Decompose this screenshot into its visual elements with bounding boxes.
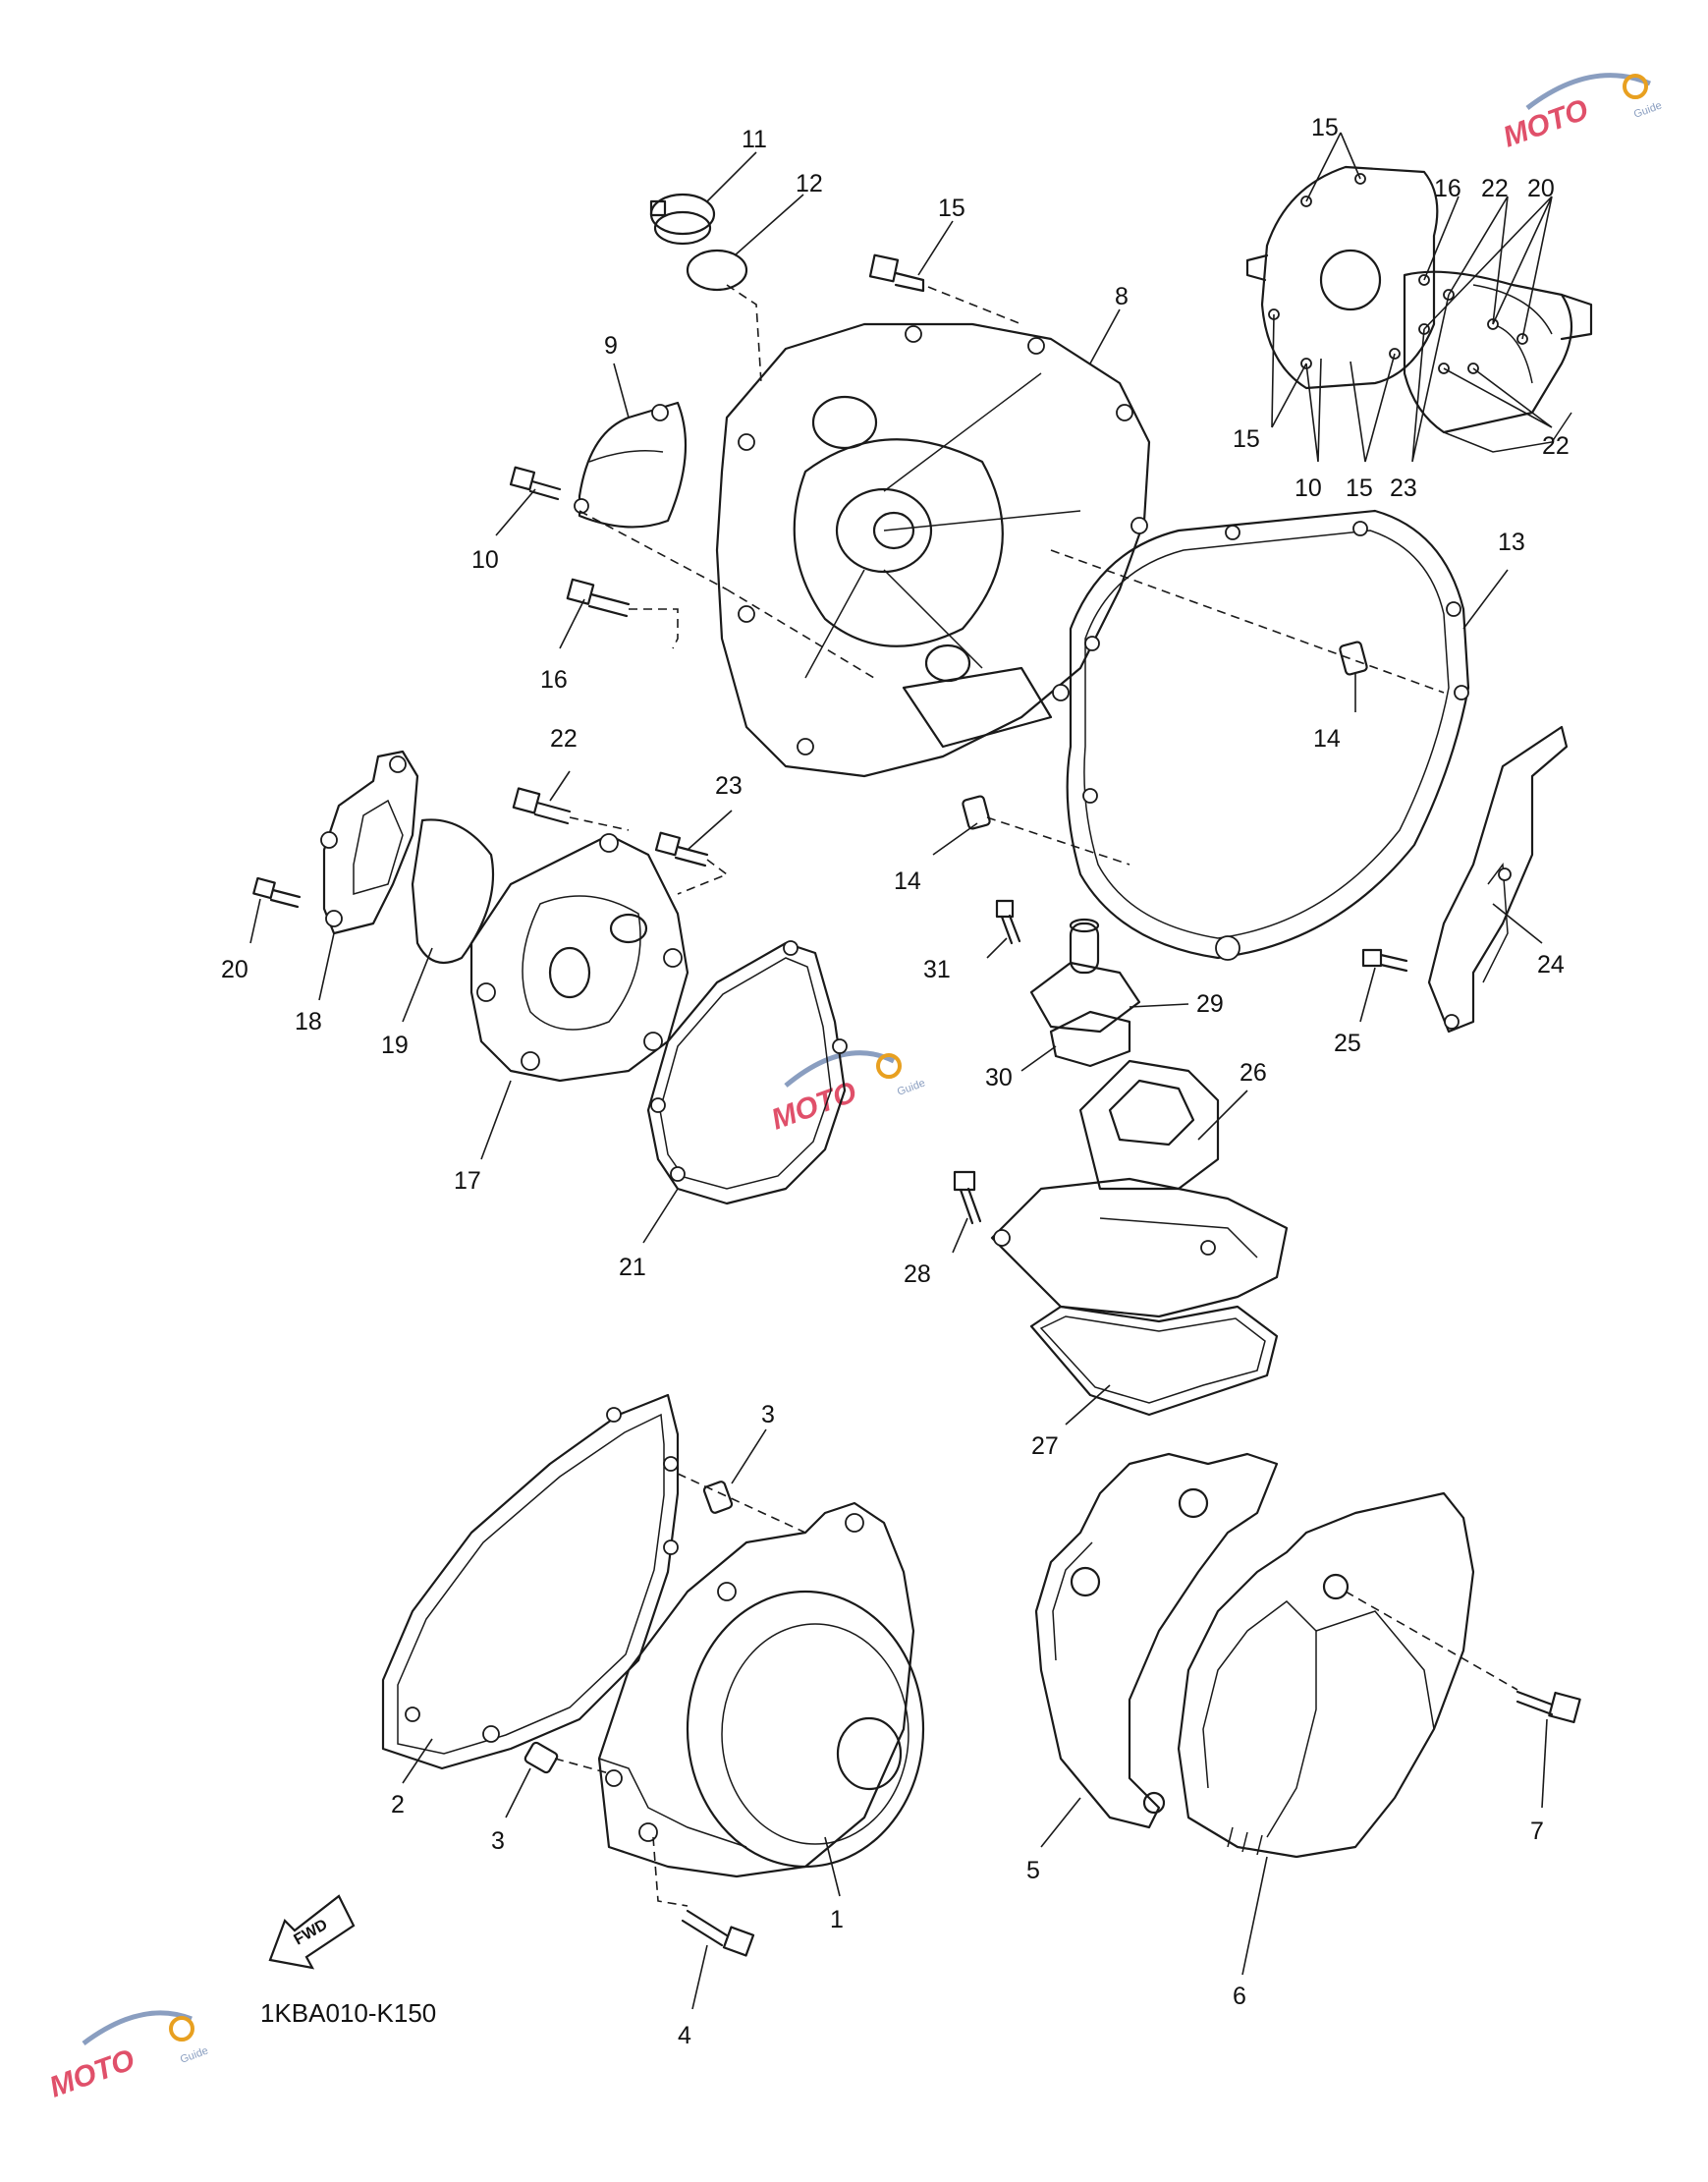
callout-30: 30 [985,1064,1013,1091]
callout-leaders [249,151,1548,2010]
callout-24: 24 [1537,951,1565,979]
callout-13: 13 [1498,529,1525,556]
fwd-arrow: FWD [268,1894,356,1970]
watermark-bottom-left: MOTO Guide [45,2010,210,2104]
callout-31: 31 [923,956,951,983]
part-cover-plate-18 [320,750,419,935]
part-dowel-pin-3-lower [523,1741,559,1774]
part-dowel-pin-14-lower [962,795,991,830]
callout-17: 17 [454,1167,481,1195]
part-pipe-29 [1029,918,1141,1034]
watermark-top-right: MOTO Guide [1499,73,1664,154]
callout-15: 15 [938,195,965,222]
callout-20: 20 [1527,175,1555,202]
callout-3: 3 [491,1827,505,1855]
watermark-sub: Guide [1632,100,1664,121]
part-cover-5 [1034,1452,1279,1829]
watermark-brand: MOTO [767,1076,860,1137]
watermark-sub: Guide [179,2045,210,2066]
callout-29: 29 [1196,990,1224,1018]
callout-15: 15 [1346,475,1373,502]
callout-4: 4 [678,2022,691,2049]
callout-1: 1 [830,1906,844,1933]
callout-22: 22 [550,725,578,753]
callout-23: 23 [715,772,743,800]
callout-18: 18 [295,1008,322,1035]
callout-2: 2 [391,1791,405,1818]
part-bolt-31 [995,899,1021,945]
callout-5: 5 [1026,1857,1040,1884]
part-bolt-4 [681,1909,755,1957]
part-bolt-28 [953,1170,982,1225]
callout-7: 7 [1530,1818,1544,1845]
part-bolt-15-top [868,253,925,293]
watermark-brand: MOTO [45,2043,138,2104]
part-bracket-24 [1427,725,1569,1034]
part-generator-cover-1 [597,1501,925,1878]
part-gasket-30 [1049,1010,1131,1068]
callout-26: 26 [1240,1059,1267,1087]
part-sprocket-cover-6 [1177,1491,1475,1859]
inset-leader-lines [1271,132,1553,463]
part-clutch-cover-gasket [1066,509,1470,961]
part-dowel-pin-3-upper [702,1481,734,1514]
part-bolt-16 [566,578,631,618]
part-bolt-7 [1515,1690,1581,1724]
part-o-ring [686,249,748,292]
watermark-sub: Guide [896,1078,927,1098]
inset-engine-case-view [1245,165,1593,453]
callout-8: 8 [1115,283,1129,310]
callout-19: 19 [381,1032,409,1059]
callout-3: 3 [761,1401,775,1428]
callout-9: 9 [604,332,618,360]
callout-12: 12 [796,170,823,197]
part-gasket-21 [646,940,848,1205]
part-dowel-pin-14-upper [1339,641,1368,676]
callout-10: 10 [471,546,499,574]
callout-14: 14 [1313,725,1341,753]
callout-16: 16 [1434,175,1461,202]
part-clutch-cover [715,322,1151,778]
callout-28: 28 [904,1260,931,1288]
part-bolt-20 [252,876,302,909]
callout-22: 22 [1481,175,1509,202]
callout-labels: 11 12 15 8 9 10 16 15 16 22 20 15 10 15 … [221,114,1570,2049]
callout-16: 16 [540,666,568,694]
callout-10: 10 [1295,475,1322,502]
part-oil-pump-cover-17 [469,833,689,1083]
part-bolt-22 [512,787,572,825]
callout-15: 15 [1311,114,1339,141]
part-oil-pan-cover-26 [990,1059,1289,1318]
part-bolt-10 [509,466,562,501]
watermark-center: MOTO Guide [767,1050,927,1137]
callout-6: 6 [1233,1983,1246,2010]
watermark-brand: MOTO [1499,93,1592,154]
diagram-code: 1KBA010-K150 [260,1998,436,2028]
part-generator-cover-gasket-2 [381,1393,680,1770]
callout-20: 20 [221,956,248,983]
part-bolt-23 [654,831,709,867]
callout-22: 22 [1542,432,1570,460]
callout-15: 15 [1233,425,1260,453]
part-gasket-27 [1029,1305,1279,1417]
part-small-cover-9 [574,401,688,529]
part-bolt-25 [1361,948,1408,973]
callout-11: 11 [742,126,767,153]
part-oil-filler-plug [649,193,716,246]
callout-27: 27 [1031,1432,1059,1460]
callout-25: 25 [1334,1030,1361,1057]
callout-21: 21 [619,1254,646,1281]
callout-23: 23 [1390,475,1417,502]
part-gasket-19 [411,818,495,965]
callout-14: 14 [894,867,921,895]
